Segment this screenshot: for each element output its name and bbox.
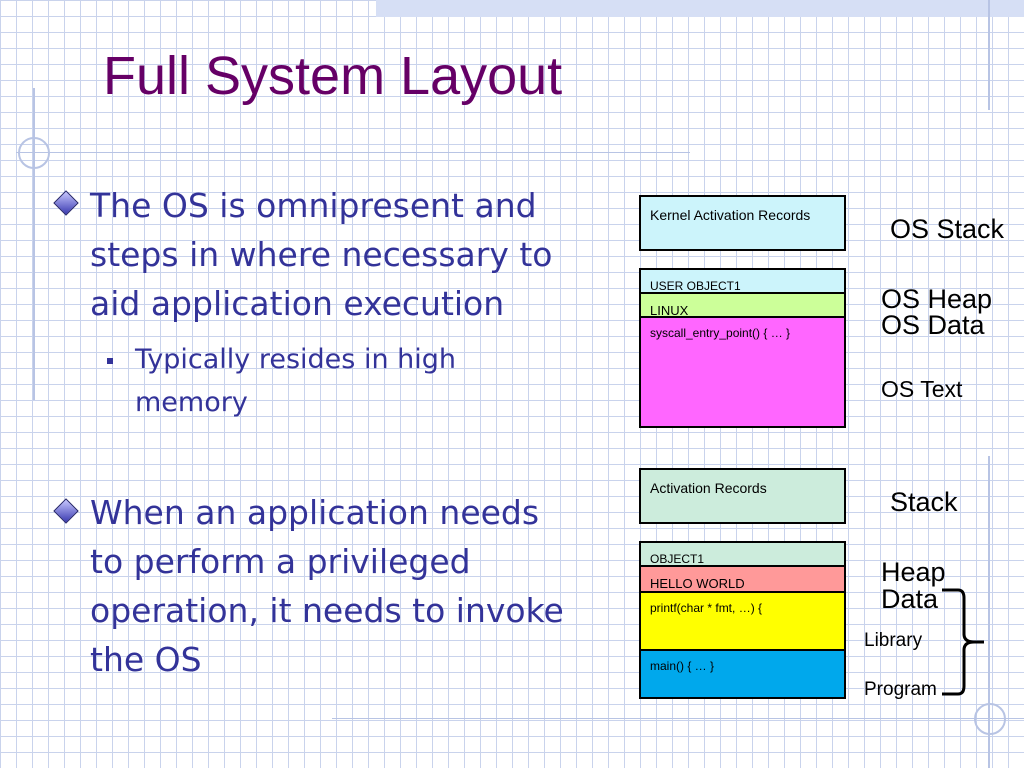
syscall-entry-segment: syscall_entry_point() { … } xyxy=(639,316,846,428)
os-text-label: OS Text xyxy=(881,376,963,402)
object1-segment: OBJECT1 xyxy=(639,541,846,567)
linux-segment: LINUX xyxy=(639,292,846,318)
hello-world-segment: HELLO WORLD xyxy=(639,565,846,593)
bullet-diamond-icon xyxy=(53,498,79,524)
decor-circle-right xyxy=(974,703,1006,735)
data-label: Data xyxy=(881,584,939,614)
decor-vline-right-low xyxy=(988,456,990,768)
main-segment: main() { … } xyxy=(639,649,846,699)
os-heap-label: OS Heap xyxy=(881,284,993,314)
slide-title: Full System Layout xyxy=(103,46,563,106)
heap-label: Heap xyxy=(881,557,946,587)
decor-vline-left xyxy=(33,88,35,400)
activation-records-segment: Activation Records xyxy=(639,468,846,524)
library-label: Library xyxy=(864,630,923,651)
sub-bullet-high-memory: Typically resides in high memory xyxy=(135,344,457,418)
user-object1-segment: USER OBJECT1 xyxy=(639,268,846,294)
decor-hline-top xyxy=(16,152,690,153)
os-stack-label: OS Stack xyxy=(890,214,1005,244)
sub-bullet-square-icon xyxy=(107,358,113,364)
bullet-diamond-icon xyxy=(53,190,79,216)
decor-vline-right xyxy=(988,0,990,110)
kernel-activation-records-segment: Kernel Activation Records xyxy=(639,195,846,251)
stack-label: Stack xyxy=(890,487,958,517)
printf-segment: printf(char * fmt, …) { xyxy=(639,591,846,651)
bullet-os-omnipresent: The OS is omnipresent and steps in where… xyxy=(90,186,553,323)
decor-hline-bottom xyxy=(332,718,1024,719)
program-label: Program xyxy=(864,679,937,700)
bullet-privileged-operation: When an application needs to perform a p… xyxy=(90,493,564,679)
top-accent-band xyxy=(376,0,1024,17)
decor-circle-left xyxy=(18,137,50,169)
os-data-label: OS Data xyxy=(881,310,985,340)
right-brace-icon xyxy=(942,588,984,696)
